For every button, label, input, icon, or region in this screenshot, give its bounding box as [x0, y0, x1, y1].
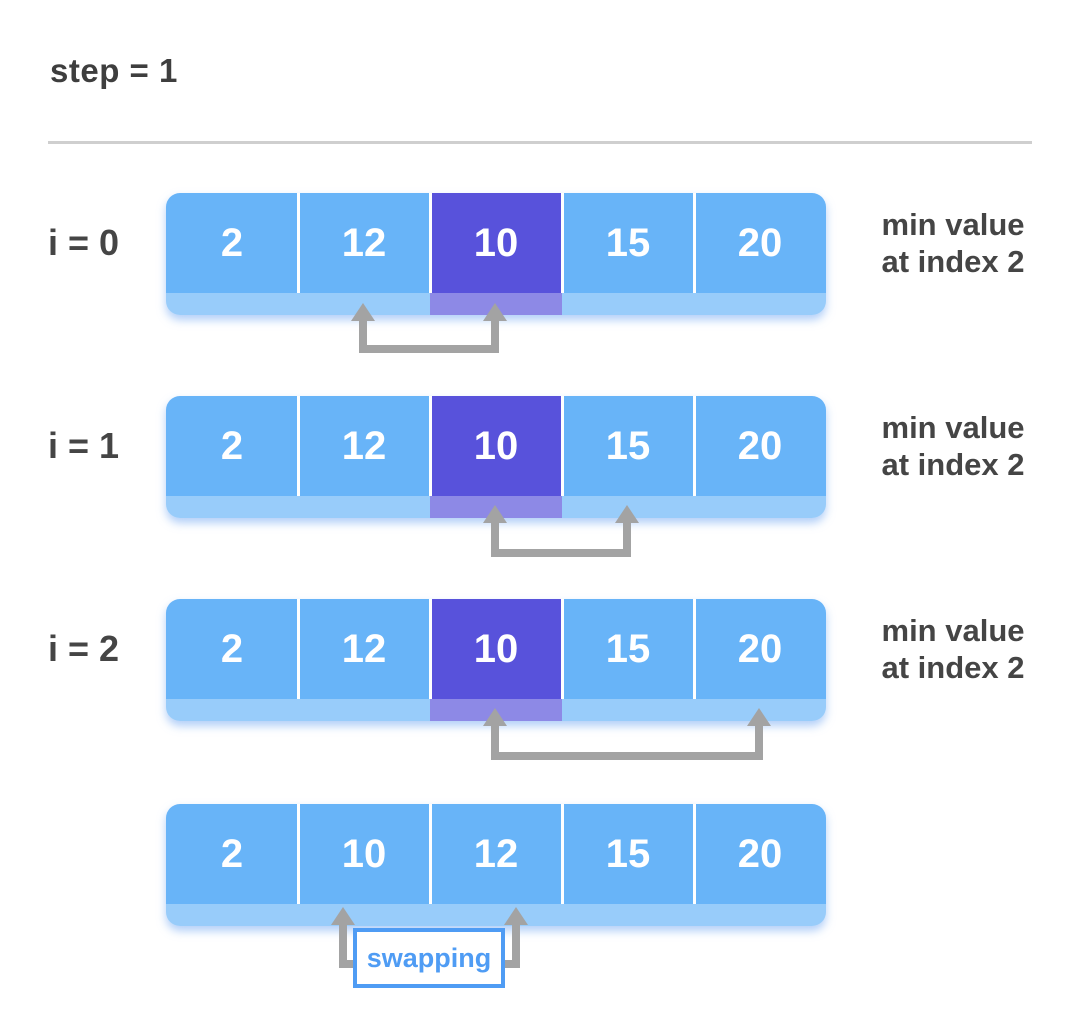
cell-value: 10	[473, 221, 519, 265]
min-value-note-line2: at index 2	[881, 244, 1025, 279]
compare-connector	[491, 523, 631, 557]
swapping-label: swapping	[366, 942, 492, 973]
compare-arrowhead-icon	[747, 708, 771, 726]
array-bar: 2 12 10 15 20	[166, 599, 826, 721]
cell-value: 10	[341, 832, 387, 876]
array-cell: 12	[429, 804, 562, 926]
cell-value: 15	[605, 221, 651, 265]
min-value-note: min value at index 2	[858, 409, 1048, 483]
cell-value: 12	[473, 832, 519, 876]
min-value-note-line1: min value	[881, 410, 1025, 445]
compare-arrowhead-icon	[615, 505, 639, 523]
array-cell: 15	[561, 193, 694, 315]
compare-connector	[359, 321, 499, 353]
step-title: step = 1	[50, 52, 178, 89]
min-value-note-line2: at index 2	[881, 447, 1025, 482]
swapping-label-box: swapping	[353, 928, 505, 988]
min-value-note: min value at index 2	[858, 612, 1048, 686]
compare-arrowhead-icon	[351, 303, 375, 321]
array-bar: 2 12 10 15 20	[166, 193, 826, 315]
min-value-note: min value at index 2	[858, 206, 1048, 280]
divider-line	[48, 141, 1032, 144]
cell-value: 12	[341, 627, 387, 671]
array-cell: 12	[297, 396, 430, 518]
compare-connector	[491, 726, 763, 760]
cell-value: 2	[220, 424, 244, 468]
array-cell-min-highlight: 10	[429, 599, 562, 721]
cell-value: 2	[220, 221, 244, 265]
index-label: i = 0	[48, 222, 120, 263]
array-cell: 20	[693, 599, 826, 721]
array-cell: 15	[561, 804, 694, 926]
array-cell: 10	[297, 804, 430, 926]
cell-value: 20	[737, 221, 783, 265]
cell-value: 10	[473, 424, 519, 468]
index-label: i = 2	[48, 628, 120, 669]
array-bar: 2 12 10 15 20	[166, 396, 826, 518]
cell-value: 10	[473, 627, 519, 671]
swap-arrowhead-icon	[331, 907, 355, 925]
array-cell: 15	[561, 396, 694, 518]
array-cell: 20	[693, 804, 826, 926]
array-cell: 12	[297, 193, 430, 315]
cell-value: 20	[737, 424, 783, 468]
array-cell: 2	[166, 193, 298, 315]
cell-value: 20	[737, 832, 783, 876]
array-cell-min-highlight: 10	[429, 193, 562, 315]
cell-value: 20	[737, 627, 783, 671]
cell-value: 15	[605, 627, 651, 671]
array-cell: 2	[166, 599, 298, 721]
array-cell: 20	[693, 193, 826, 315]
index-label: i = 1	[48, 425, 120, 466]
cell-value: 2	[220, 627, 244, 671]
cell-value: 2	[220, 832, 244, 876]
min-value-note-line2: at index 2	[881, 650, 1025, 685]
cell-value: 12	[341, 424, 387, 468]
array-cell: 12	[297, 599, 430, 721]
array-bar: 2 10 12 15 20	[166, 804, 826, 926]
cell-value: 15	[605, 832, 651, 876]
array-cell: 15	[561, 599, 694, 721]
compare-arrowhead-icon	[483, 505, 507, 523]
array-cell: 20	[693, 396, 826, 518]
array-cell: 2	[166, 396, 298, 518]
array-cell-min-highlight: 10	[429, 396, 562, 518]
swap-arrowhead-icon	[504, 907, 528, 925]
cell-value: 15	[605, 424, 651, 468]
compare-arrowhead-icon	[483, 303, 507, 321]
array-cell: 2	[166, 804, 298, 926]
min-value-note-line1: min value	[881, 207, 1025, 242]
compare-arrowhead-icon	[483, 708, 507, 726]
cell-value: 12	[341, 221, 387, 265]
min-value-note-line1: min value	[881, 613, 1025, 648]
